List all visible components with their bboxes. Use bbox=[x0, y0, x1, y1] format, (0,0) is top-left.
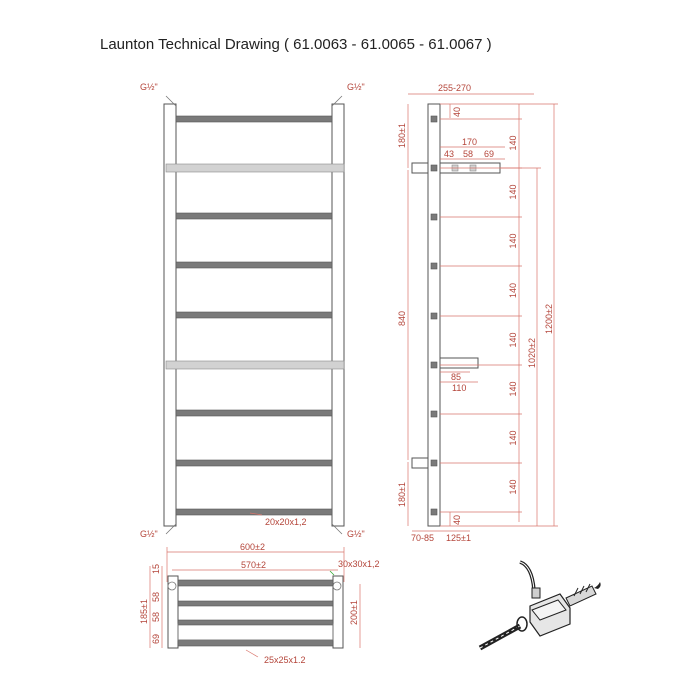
valve-arrow-top-left bbox=[165, 95, 177, 107]
bottom-depth-label: 125±1 bbox=[446, 533, 471, 543]
valve-illustration bbox=[454, 555, 606, 655]
spacing-label: 140 bbox=[508, 381, 518, 396]
spacing-label: 140 bbox=[508, 479, 518, 494]
valve-top-face bbox=[531, 599, 567, 621]
front-shelf-bar bbox=[165, 360, 345, 370]
page-title: Launton Technical Drawing ( 61.0063 - 61… bbox=[100, 36, 492, 53]
mid-a-label: 85 bbox=[451, 372, 461, 382]
inner-height-label: 1020±2 bbox=[527, 338, 537, 368]
side-bar-node bbox=[430, 361, 438, 369]
valve-spindle bbox=[531, 587, 541, 599]
tube-marker bbox=[329, 570, 335, 576]
spacing-label: 140 bbox=[508, 135, 518, 150]
top-view-bar bbox=[177, 619, 334, 626]
side-bar-node bbox=[430, 312, 438, 320]
overall-width-label: 600±2 bbox=[240, 542, 265, 552]
valve-arrow-bottom-right bbox=[331, 523, 343, 535]
valve-label-bottom-left: G½" bbox=[140, 529, 158, 539]
mid-b-label: 110 bbox=[452, 383, 466, 393]
left-58b-label: 58 bbox=[151, 612, 161, 622]
front-view: G½" G½" G½" G½" 20x20x1,2 bbox=[140, 82, 365, 539]
top-offset-label: 40 bbox=[452, 107, 462, 117]
bottom-tube-label: 25x25x1.2 bbox=[264, 655, 306, 665]
side-bar-node bbox=[430, 410, 438, 418]
valve-label-top-left: G½" bbox=[140, 82, 158, 92]
top-view-bar bbox=[177, 579, 334, 587]
left-total-label: 185±1 bbox=[139, 599, 149, 624]
tube-size-label: 30x30x1,2 bbox=[338, 559, 380, 569]
front-bar bbox=[175, 409, 333, 417]
left-69-label: 69 bbox=[151, 634, 161, 644]
spacing-label: 140 bbox=[508, 233, 518, 248]
wall-plug-icon bbox=[565, 582, 601, 607]
left-valve-circle bbox=[167, 581, 177, 591]
front-bar bbox=[175, 212, 333, 220]
spacing-label: 140 bbox=[508, 184, 518, 199]
upper-wall-bracket bbox=[411, 162, 429, 174]
top-view: 600±2 570±2 30x30x1,2 185±1 15 58 58 69 … bbox=[139, 542, 380, 665]
valve-arrow-top-right bbox=[331, 95, 343, 107]
lower-wall-bracket bbox=[411, 457, 429, 469]
side-spacing-labels: 140 140 140 140 140 140 140 140 bbox=[508, 135, 518, 494]
depth-label: 255-270 bbox=[438, 83, 471, 93]
bracket-top-label: 180±1 bbox=[397, 123, 407, 148]
left-58a-label: 58 bbox=[151, 592, 161, 602]
bracket-span-label: 170 bbox=[462, 137, 477, 147]
top-view-rail-box bbox=[177, 623, 334, 641]
bar-size-leader bbox=[249, 512, 263, 516]
side-bar-node bbox=[430, 262, 438, 270]
wall-gap-label: 70-85 bbox=[411, 533, 434, 543]
valve-label-bottom-right: G½" bbox=[347, 529, 365, 539]
valve-arrow-bottom-left bbox=[165, 523, 177, 535]
nut bbox=[516, 616, 528, 632]
bar-size-label: 20x20x1,2 bbox=[265, 517, 307, 527]
side-bar-node bbox=[430, 213, 438, 221]
top-view-left-upright bbox=[167, 575, 179, 649]
front-bar bbox=[175, 115, 333, 123]
bottom-offset-label: 40 bbox=[452, 515, 462, 525]
bracket-b-label: 58 bbox=[463, 149, 473, 159]
bracket-height-label: 840 bbox=[397, 311, 407, 326]
valve-label-top-right: G½" bbox=[347, 82, 365, 92]
front-bars bbox=[165, 115, 345, 516]
top-view-bars bbox=[177, 579, 334, 647]
centres-label: 570±2 bbox=[241, 560, 266, 570]
pipe-highlight bbox=[479, 625, 521, 649]
right-total-label: 200±1 bbox=[349, 600, 359, 625]
side-bar-node bbox=[430, 459, 438, 467]
side-bar-nodes bbox=[430, 115, 438, 516]
side-bar-node bbox=[430, 115, 438, 123]
front-shelf-bar bbox=[165, 163, 345, 173]
allen-key-highlight bbox=[519, 561, 535, 591]
bottom-tube-leader bbox=[245, 649, 259, 658]
top-view-bar bbox=[177, 600, 334, 607]
front-bar bbox=[175, 459, 333, 467]
side-bar-node bbox=[430, 508, 438, 516]
top-view-right-upright bbox=[332, 575, 344, 649]
side-level-lines bbox=[440, 118, 522, 513]
spacing-label: 140 bbox=[508, 332, 518, 347]
left-15-label: 15 bbox=[151, 564, 161, 574]
top-view-bar bbox=[177, 639, 334, 647]
side-bar-node bbox=[430, 164, 438, 172]
spacing-label: 140 bbox=[508, 430, 518, 445]
side-view: 255-270 140 140 140 140 140 140 140 140 40 40 1… bbox=[397, 83, 558, 543]
bracket-a-label: 43 bbox=[444, 149, 454, 159]
bracket-bottom-label: 180±1 bbox=[397, 482, 407, 507]
bracket-c-label: 69 bbox=[484, 149, 494, 159]
front-bar bbox=[175, 261, 333, 269]
spacing-label: 140 bbox=[508, 283, 518, 298]
mid-shelf-profile bbox=[439, 357, 479, 369]
total-height-label: 1200±2 bbox=[544, 304, 554, 334]
front-bar bbox=[175, 508, 333, 516]
front-bar bbox=[175, 311, 333, 319]
